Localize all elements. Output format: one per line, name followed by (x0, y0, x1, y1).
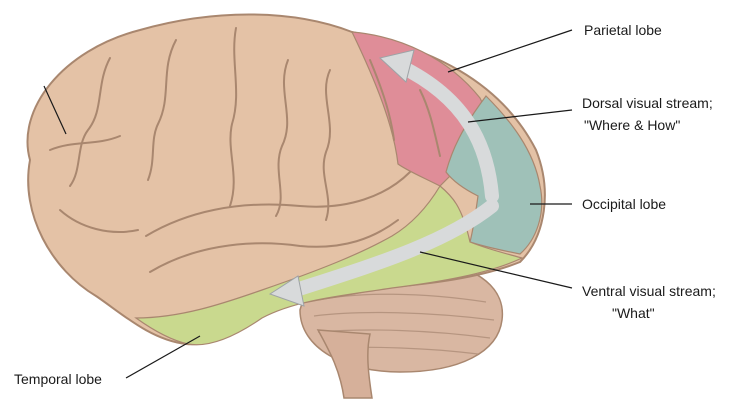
ventral-stream-arrow (289, 199, 499, 297)
temporal-lobe-region (134, 185, 524, 346)
sulci-lines (49, 27, 441, 273)
brainstem (316, 329, 373, 399)
ventral-stream-arrowhead (268, 275, 305, 307)
dorsal-stream-arrowhead (378, 49, 415, 83)
label-dorsal-stream: Dorsal visual stream; (582, 95, 713, 111)
leader-line-parietal (447, 29, 573, 73)
leader-line-temporal (125, 335, 201, 379)
label-ventral-stream-subtitle: "What" (612, 305, 655, 321)
leader-lines (43, 29, 573, 379)
label-dorsal-stream-subtitle: "Where & How" (584, 117, 681, 133)
label-ventral-stream: Ventral visual stream; (582, 283, 716, 299)
dorsal-stream-arrow (393, 59, 499, 203)
leader-line-dorsal (467, 109, 573, 123)
leader-line-frontal-tick (43, 85, 67, 135)
label-temporal-lobe: Temporal lobe (14, 371, 102, 387)
label-occipital-lobe: Occipital lobe (582, 196, 667, 212)
leader-line-ventral (419, 251, 573, 289)
label-parietal-lobe: Parietal lobe (584, 22, 662, 38)
